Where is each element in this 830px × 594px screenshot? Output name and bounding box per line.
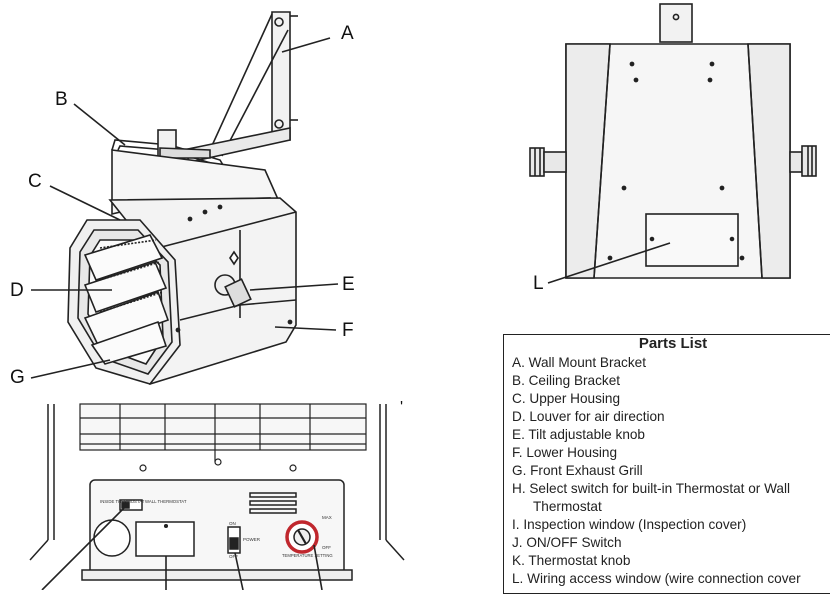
parts-list-item: D. Louver for air direction	[512, 408, 830, 426]
panel-leaders	[41, 507, 323, 590]
parts-list-item-text: G. Front Exhaust Grill	[512, 463, 643, 478]
panel-label-off: OFF	[229, 554, 238, 559]
panel-label-on: ON	[229, 521, 236, 526]
thermostat-dial	[285, 520, 319, 554]
callout-b: B	[55, 89, 68, 110]
parts-list-item: G. Front Exhaust Grill	[512, 462, 830, 480]
wall-mount-bracket	[181, 11, 298, 163]
callout-e: E	[342, 274, 355, 295]
parts-list-item-text: K. Thermostat knob	[512, 553, 631, 568]
lower-housing	[175, 299, 297, 333]
parts-list-item: H. Select switch for built-in Thermostat…	[512, 480, 830, 516]
parts-list-item-text: J. ON/OFF Switch	[512, 535, 622, 550]
parts-list-item: B. Ceiling Bracket	[512, 372, 830, 390]
callout-a: A	[341, 23, 354, 44]
parts-list-item-text: H. Select switch for built-in Thermostat…	[512, 481, 791, 496]
parts-list: Parts List A. Wall Mount Bracket B. Ceili…	[503, 334, 830, 594]
callout-l: L	[533, 273, 544, 294]
dial-label-temperature-setting: TEMPERATURE SETTING	[282, 553, 333, 558]
fan-grill	[79, 403, 367, 472]
parts-list-item: J. ON/OFF Switch	[512, 534, 830, 552]
panel-label-power: POWER	[243, 537, 261, 542]
callout-leader-l	[547, 242, 671, 284]
rear-right-knob	[789, 145, 817, 177]
parts-list-item-text: D. Louver for air direction	[512, 409, 665, 424]
panel-label-wall-thermostat: WALL THERMOSTAT	[145, 499, 187, 504]
parts-list-title: Parts List	[638, 335, 708, 352]
parts-list-item-text: A. Wall Mount Bracket	[512, 355, 646, 370]
parts-list-item-text: F. Lower Housing	[512, 445, 618, 460]
parts-list-item: L. Wiring access window (wire connection…	[512, 570, 830, 588]
callout-c: C	[28, 171, 42, 192]
parts-list-item: K. Thermostat knob	[512, 552, 830, 570]
callout-f: F	[342, 320, 354, 341]
parts-list-item-text: B. Ceiling Bracket	[512, 373, 621, 388]
parts-list-item: F. Lower Housing	[512, 444, 830, 462]
heater-rear-view	[529, 3, 817, 284]
callout-d: D	[10, 280, 24, 301]
parts-list-item: I. Inspection window (Inspection cover)	[512, 516, 830, 534]
parts-list-item: A. Wall Mount Bracket	[512, 354, 830, 372]
callout-g: G	[10, 367, 25, 388]
stray-mark: '	[400, 399, 404, 416]
callout-leaders	[30, 37, 339, 379]
parts-list-item: C. Upper Housing	[512, 390, 830, 408]
dial-label-off: OFF	[322, 545, 331, 550]
parts-list-item-text: L. Wiring access window (wire connection…	[512, 571, 801, 586]
louvers	[83, 234, 170, 365]
parts-list-item-text: E. Tilt adjustable knob	[512, 427, 645, 442]
parts-list-item: E. Tilt adjustable knob	[512, 426, 830, 444]
control-panel-view	[29, 403, 405, 590]
parts-list-item-text: I. Inspection window (Inspection cover)	[512, 517, 747, 532]
parts-list-item-continuation: Thermostat	[533, 499, 602, 514]
rear-left-knob	[529, 147, 567, 177]
tilt-knob	[214, 250, 252, 308]
panel-label-inside-thermostat: INSIDE THERMOSTAT	[100, 499, 145, 504]
dial-label-max: MAX	[322, 515, 332, 520]
heater-iso-view	[30, 11, 339, 386]
parts-list-item-text: C. Upper Housing	[512, 391, 621, 406]
